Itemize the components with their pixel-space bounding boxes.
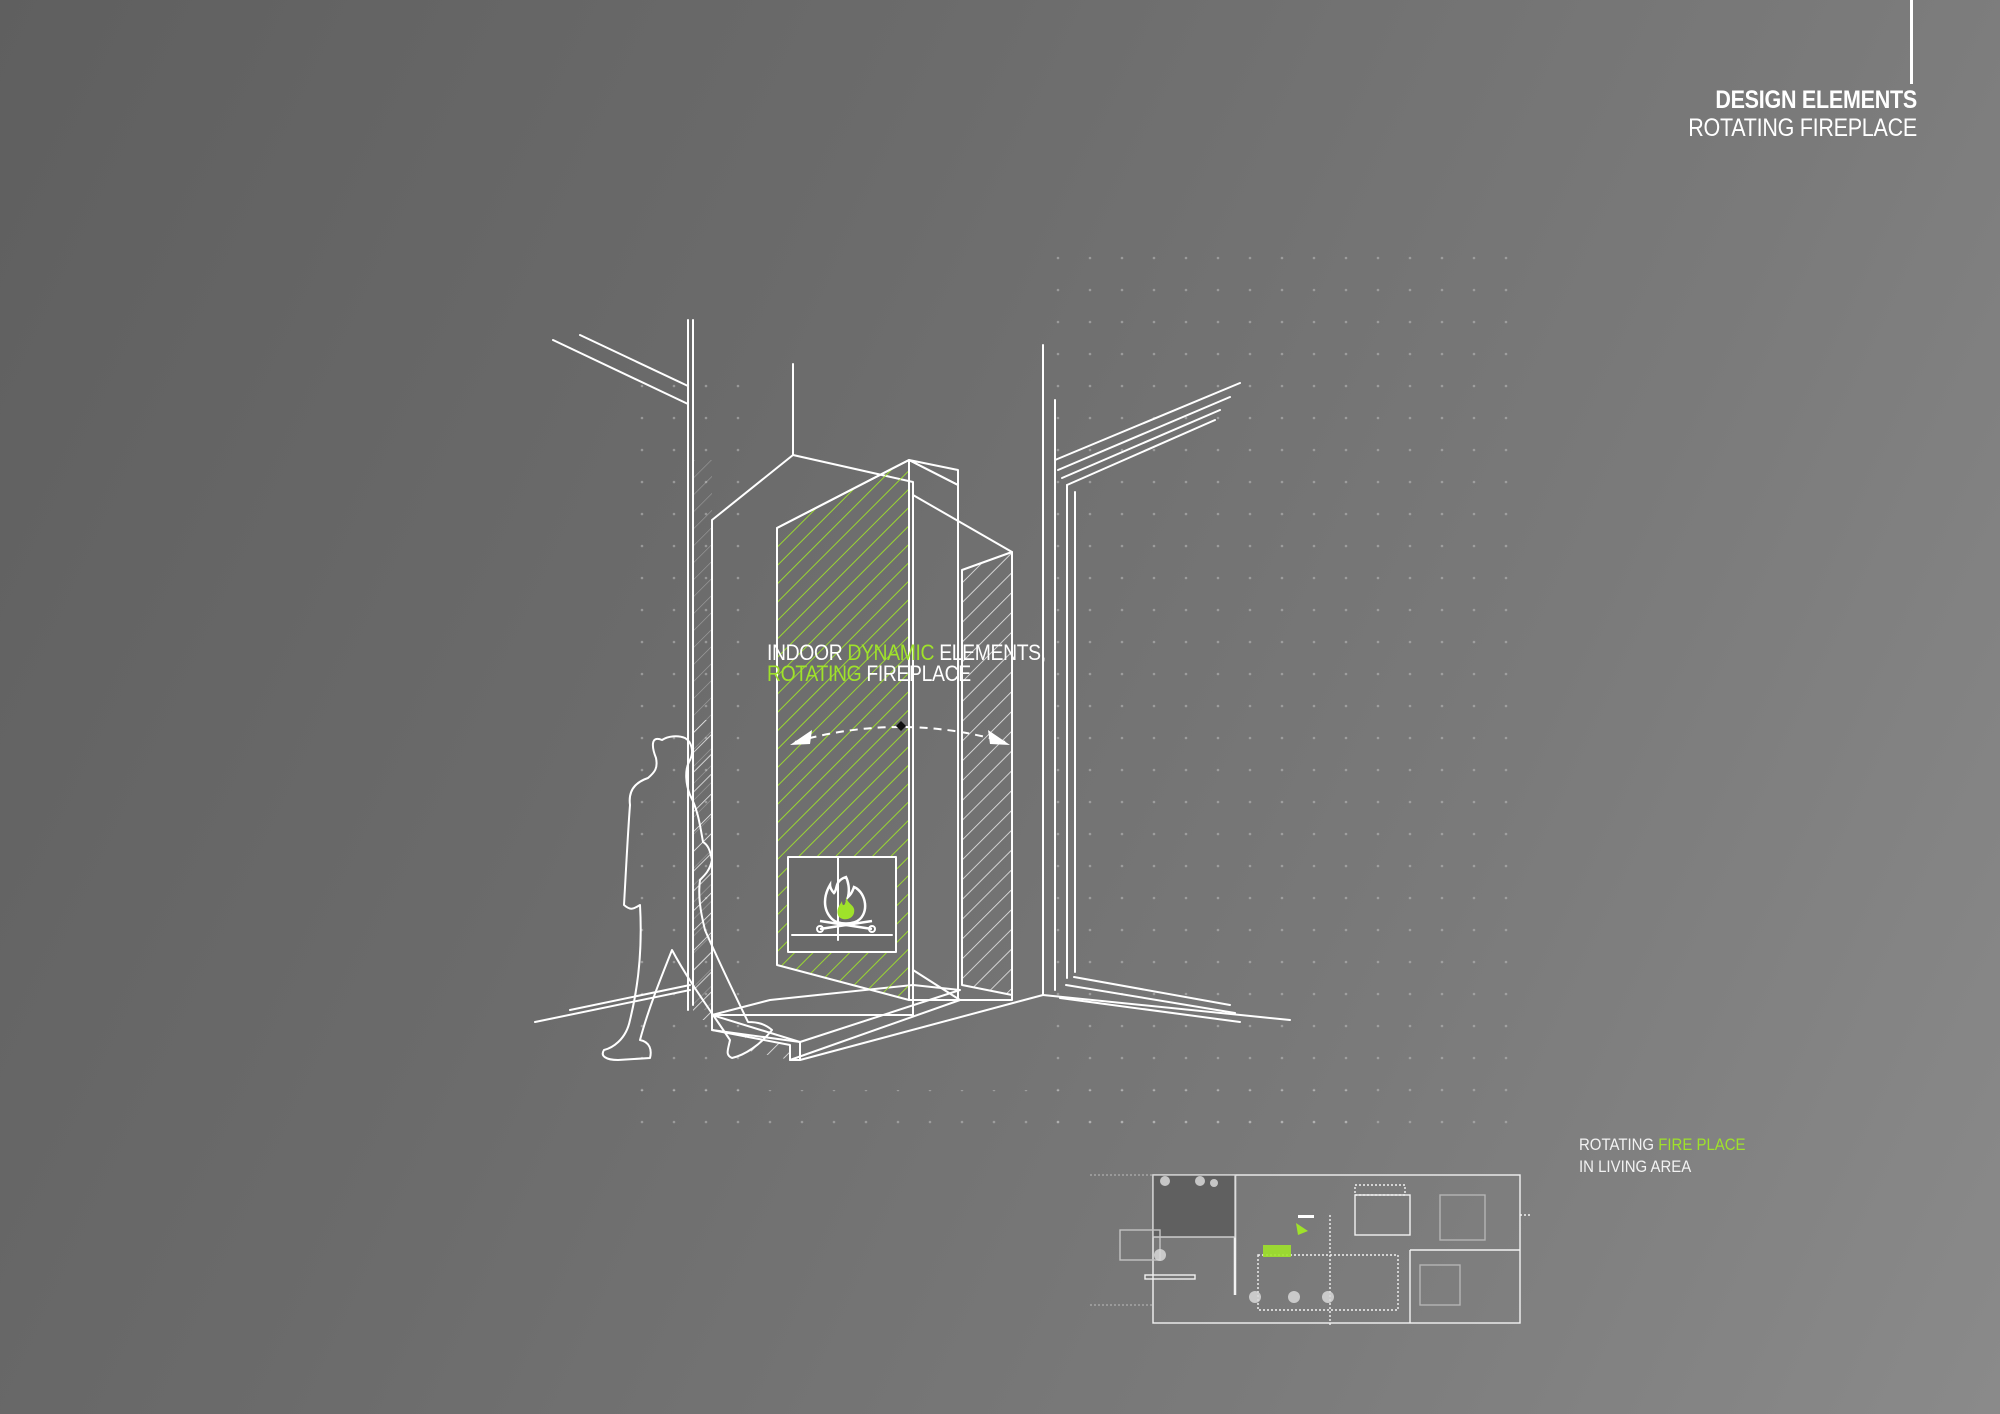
callout-line-2: ROTATING FIREPLACE [767, 661, 971, 686]
header-rule [1910, 0, 1913, 84]
page-subtitle: ROTATING FIREPLACE [1688, 114, 1917, 142]
fireplace-highlight [1263, 1245, 1291, 1257]
fire-icon [816, 875, 876, 933]
callout-accent-rotating: ROTATING [767, 661, 862, 686]
title-block: DESIGN ELEMENTS ROTATING FIREPLACE [1651, 88, 1917, 141]
plan-label-accent: FIRE PLACE [1658, 1135, 1746, 1154]
view-direction-marker [1296, 1223, 1308, 1235]
callout-line-1: INDOOR DYNAMIC ELEMENTS, [767, 640, 1046, 665]
page-title: DESIGN ELEMENTS [1715, 86, 1917, 114]
plan-label-line-2: IN LIVING AREA [1579, 1157, 1692, 1176]
floor-plan-thumbnail [1090, 1174, 1530, 1325]
floor-plan-label: ROTATING FIRE PLACE IN LIVING AREA [1579, 1134, 1746, 1178]
walking-person-figure [601, 735, 773, 1061]
plan-label-line-1: ROTATING FIRE PLACE [1579, 1135, 1746, 1154]
rotation-arrow-icon [790, 721, 1010, 745]
fireplace-callout: INDOOR DYNAMIC ELEMENTS, ROTATING FIREPL… [767, 640, 1046, 686]
callout-accent-dynamic: DYNAMIC [847, 640, 935, 665]
